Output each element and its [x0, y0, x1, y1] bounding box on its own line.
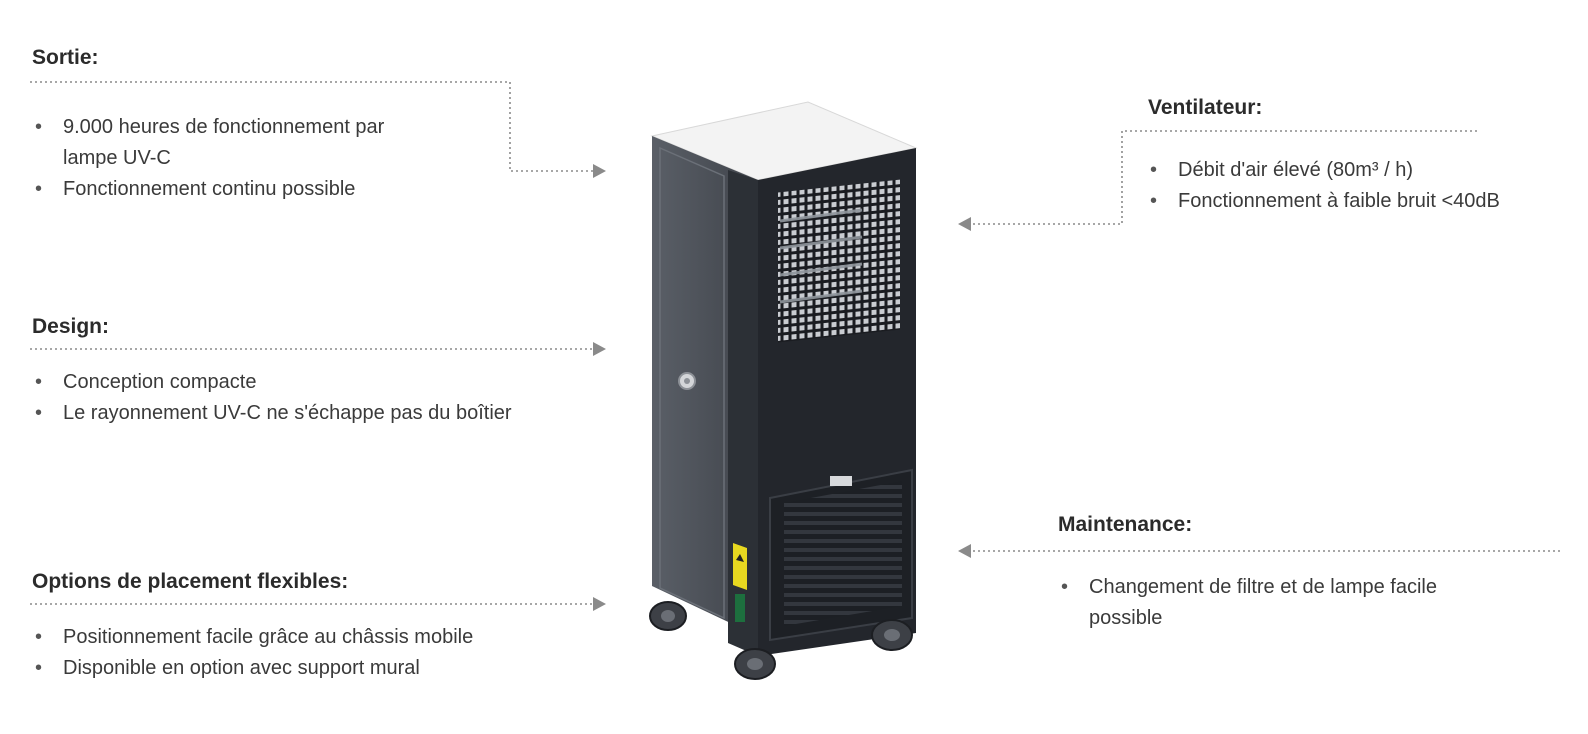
arrow-right-icon — [593, 342, 606, 356]
list-item: Fonctionnement à faible bruit <40dB — [1147, 186, 1558, 217]
list-item: Positionnement facile grâce au châssis m… — [32, 622, 592, 653]
arrow-right-icon — [593, 597, 606, 611]
feature-title: Maintenance: — [1058, 513, 1193, 536]
feature-design: Design: Conception compacte Le rayonneme… — [32, 315, 592, 429]
feature-sortie: Sortie: 9.000 heures de fonctionnement p… — [32, 46, 472, 205]
list-item: Fonctionnement continu possible — [32, 174, 442, 205]
feature-title: Options de placement flexibles: — [32, 570, 349, 593]
feature-maintenance: Maintenance: Changement de filtre et de … — [1058, 513, 1528, 634]
list-item: Le rayonnement UV-C ne s'échappe pas du … — [32, 398, 592, 429]
list-item: Disponible en option avec support mural — [32, 653, 592, 684]
connector-sortie — [30, 81, 594, 172]
list-item: Débit d'air élevé (80m³ / h) — [1147, 155, 1558, 186]
arrow-right-icon — [593, 164, 606, 178]
list-item: 9.000 heures de fonctionnement par lampe… — [32, 112, 442, 174]
list-item: Changement de filtre et de lampe facile … — [1058, 572, 1498, 634]
feature-title: Sortie: — [32, 46, 99, 69]
connector-ventilateur — [972, 130, 1477, 225]
arrow-left-icon — [958, 217, 971, 231]
arrow-left-icon — [958, 544, 971, 558]
feature-placement: Options de placement flexibles: Position… — [32, 570, 592, 684]
feature-title: Ventilateur: — [1148, 96, 1263, 119]
feature-ventilateur: Ventilateur: Débit d'air élevé (80m³ / h… — [1148, 96, 1558, 217]
list-item: Conception compacte — [32, 367, 592, 398]
uv-c-air-purifier-illustration — [649, 101, 918, 680]
feature-title: Design: — [32, 315, 110, 338]
